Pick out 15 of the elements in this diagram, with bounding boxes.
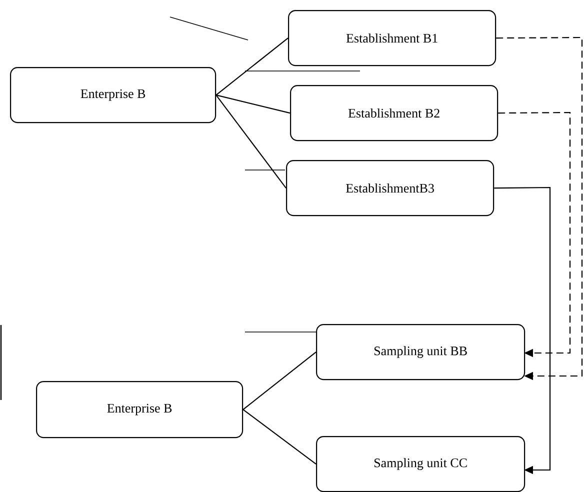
connector [498,112,571,358]
rounded-box: Establishment B1 [288,10,496,66]
rounded-box: EstablishmentB3 [286,160,494,216]
connector [216,94,286,188]
rounded-box: Sampling unit BB [316,324,526,380]
connector [216,94,290,114]
rounded-box: Enterprise B [36,381,244,438]
rounded-box: Enterprise B [10,67,216,124]
connector [494,186,551,474]
connector [242,352,316,410]
connector [496,36,583,380]
connector [242,409,316,464]
connector [216,38,288,96]
rounded-box: Establishment B2 [290,85,498,142]
rounded-box: Sampling unit CC [316,436,526,492]
